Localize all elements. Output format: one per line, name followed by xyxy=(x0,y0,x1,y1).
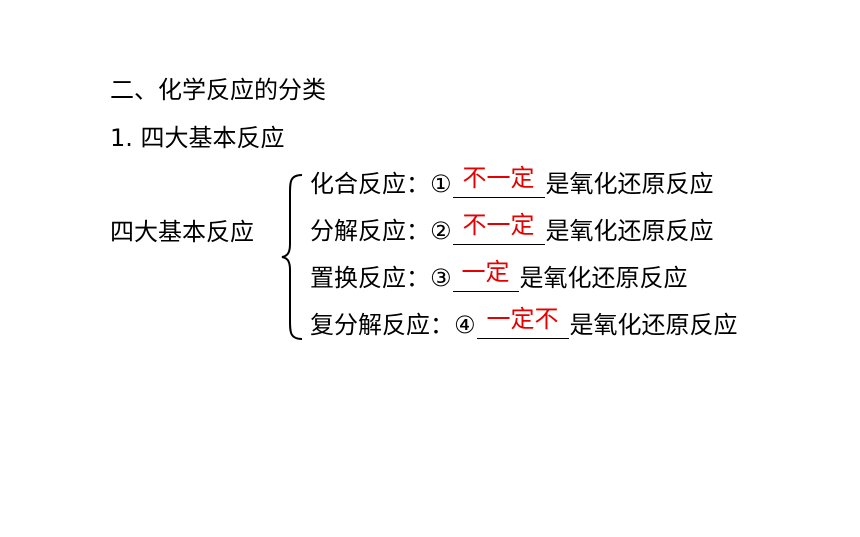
reaction-type: 置换反应： xyxy=(310,264,430,292)
reaction-row: 置换反应： ③ 一定 是氧化还原反应 xyxy=(310,259,688,292)
circled-number: ② xyxy=(430,217,452,245)
circled-number: ④ xyxy=(454,311,476,339)
reaction-suffix: 是氧化还原反应 xyxy=(569,311,738,339)
section-heading: 二、化学反应的分类 xyxy=(110,76,326,104)
circled-number: ① xyxy=(430,170,452,198)
reaction-type: 复分解反应： xyxy=(310,311,454,339)
answer-text: 不一定 xyxy=(462,211,535,239)
reaction-row: 复分解反应： ④ 一定不 是氧化还原反应 xyxy=(310,306,738,339)
reaction-row: 化合反应： ① 不一定 是氧化还原反应 xyxy=(310,165,714,198)
answer-blank: 一定 xyxy=(452,259,519,292)
answer-blank: 不一定 xyxy=(452,212,545,245)
answer-blank: 不一定 xyxy=(452,165,545,198)
reaction-suffix: 是氧化还原反应 xyxy=(545,170,714,198)
answer-text: 一定不 xyxy=(486,305,559,333)
group-label: 四大基本反应 xyxy=(110,218,254,246)
answer-text: 不一定 xyxy=(462,164,535,192)
reaction-row: 分解反应： ② 不一定 是氧化还原反应 xyxy=(310,212,714,245)
curly-brace xyxy=(281,174,303,340)
answer-text: 一定 xyxy=(461,258,510,286)
subsection-heading: 1. 四大基本反应 xyxy=(110,124,285,152)
circled-number: ③ xyxy=(430,264,452,292)
answer-blank: 一定不 xyxy=(476,306,569,339)
reaction-suffix: 是氧化还原反应 xyxy=(545,217,714,245)
reaction-type: 化合反应： xyxy=(310,170,430,198)
reaction-type: 分解反应： xyxy=(310,217,430,245)
reaction-suffix: 是氧化还原反应 xyxy=(519,264,688,292)
